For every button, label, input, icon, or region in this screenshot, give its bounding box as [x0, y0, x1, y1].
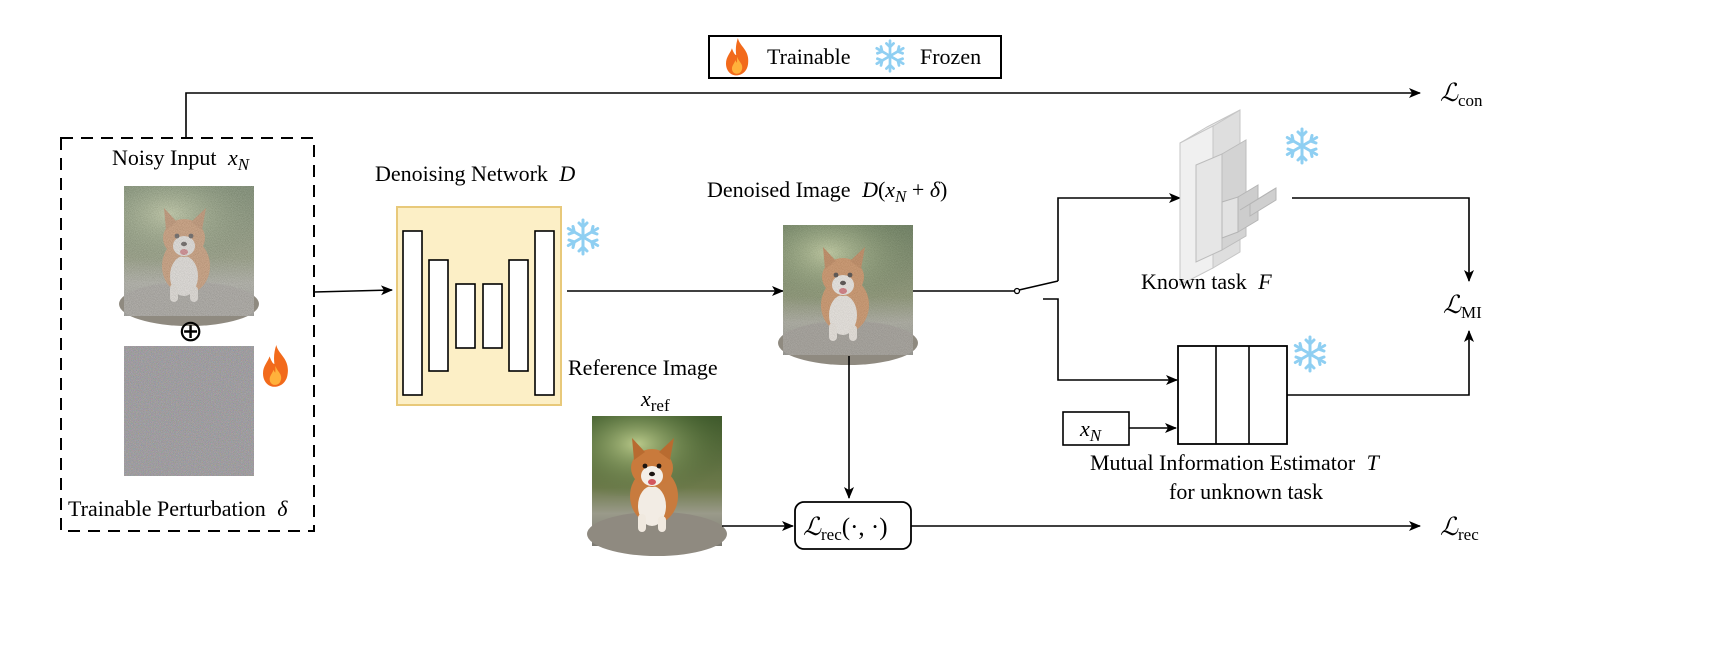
mi-estimator: Mutual Information Estimator T for unkno… — [1062, 335, 1381, 504]
legend-trainable: Trainable — [767, 44, 851, 69]
mi-estimator-sublabel: for unknown task — [1169, 479, 1323, 504]
xn-input-label: xN — [1079, 416, 1103, 445]
denoiser-box — [396, 206, 562, 406]
oplus-symbol: ⊕ — [178, 314, 203, 349]
input-dashed-frame — [60, 137, 315, 532]
reference-image-block: Reference Image xref — [568, 355, 727, 556]
loss-mi: ℒMI — [1443, 292, 1482, 322]
cube-stack-icon — [1179, 109, 1277, 286]
switch-node — [1013, 287, 1021, 295]
denoised-label: Denoised Image D(xN + δ) — [707, 177, 947, 206]
reference-label: Reference Image — [568, 355, 718, 380]
snowflake-icon — [1293, 335, 1327, 373]
denoised-image — [778, 225, 918, 365]
mi-estimator-to-loss-arrow — [1287, 330, 1474, 396]
perturbation-label: Trainable Perturbation δ — [68, 496, 288, 521]
denoised-image-block: Denoised Image D(xN + δ) — [707, 177, 947, 365]
denoiser-label: Denoising Network D — [375, 161, 575, 186]
known-task-to-mi-arrow — [1292, 197, 1474, 282]
known-task-model: Known task F — [1141, 109, 1319, 294]
mi-estimator-label: Mutual Information Estimator T — [1090, 450, 1381, 475]
flame-icon — [263, 345, 288, 387]
noisy-input-image — [119, 186, 259, 326]
snowflake-icon — [566, 218, 600, 256]
unet-layer — [534, 230, 555, 396]
legend: Trainable Frozen — [708, 35, 1002, 79]
xn-input-box — [1062, 411, 1130, 446]
perturbation-image — [124, 346, 254, 476]
to-mi-estimator-arrow — [1043, 298, 1178, 385]
mi-estimator-box — [1177, 345, 1288, 445]
unet-layer — [482, 283, 503, 349]
legend-box — [708, 35, 1002, 79]
noisy-input-label: Noisy Input xN — [112, 145, 251, 174]
known-task-label: Known task F — [1141, 269, 1272, 294]
unet-layer — [455, 283, 476, 349]
to-known-task-arrow — [1057, 193, 1181, 281]
denoising-network: Denoising Network D — [375, 161, 600, 406]
unet-layer — [508, 259, 529, 372]
switch-lever — [1018, 280, 1059, 291]
loss-rec: ℒrec — [1440, 514, 1479, 544]
reference-image — [587, 416, 727, 556]
unet-layer — [428, 259, 449, 372]
rec-box-label: ℒrec(·, ·) — [803, 514, 888, 544]
snowflake-icon — [1285, 127, 1319, 165]
input-to-denoiser-arrow — [313, 285, 393, 296]
input-block: Noisy Input xN ⊕ Trainable Perturbation … — [60, 137, 315, 532]
reference-math: xref — [640, 386, 670, 415]
loss-con: ℒcon — [1440, 80, 1483, 110]
legend-frozen: Frozen — [920, 44, 981, 69]
con-loss-arrow — [185, 88, 1421, 138]
unet-layer — [402, 230, 423, 396]
rec-loss-box: ℒrec(·, ·) — [794, 501, 912, 550]
